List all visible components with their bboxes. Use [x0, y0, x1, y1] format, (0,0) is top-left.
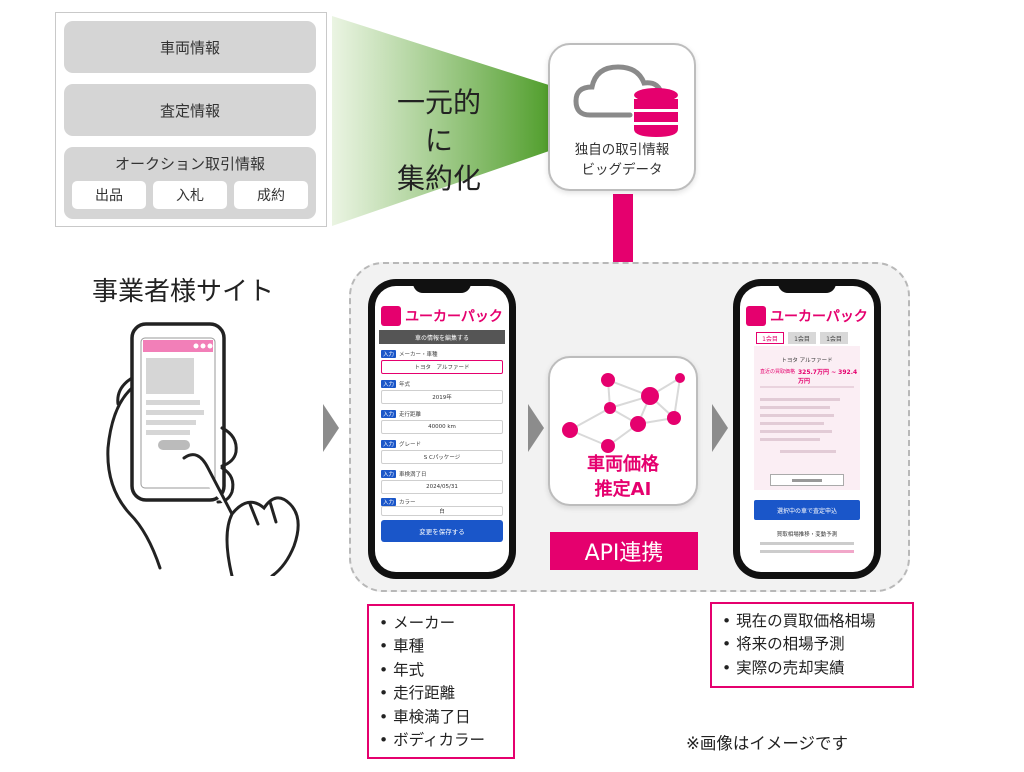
input-items-list: • メーカー • 車種 • 年式 • 走行距離 • 車検満了日 • ボディカラー: [367, 604, 515, 759]
logo-mark-icon: [381, 306, 402, 326]
unify-label-line-2: 集約化: [396, 162, 481, 195]
list-item: • 車検満了日: [379, 707, 471, 726]
inspection-date-field[interactable]: 2024/05/31: [381, 480, 503, 494]
list-item-text: メーカー: [393, 614, 456, 632]
list-item-text: 車種: [393, 637, 425, 656]
list-item-text: 走行距離: [393, 684, 456, 703]
logo-text: ユーカーパック: [405, 309, 503, 325]
save-button[interactable]: 変更を保存する: [381, 520, 503, 542]
hand-phone-illustration: [106, 322, 300, 576]
bigdata-caption-line-1: 独自の取引情報: [574, 142, 670, 158]
vehicle-info-bar: 車両情報: [64, 21, 316, 73]
field-label-text: 年式: [399, 382, 411, 388]
tab-2[interactable]: 1会目: [788, 332, 816, 344]
bid-chip: 入札: [153, 181, 227, 209]
edit-car-button[interactable]: [770, 474, 844, 486]
logo-text: ユーカーパック: [770, 309, 868, 325]
listing-chip: 出品: [72, 181, 146, 209]
field-label-text: カラー: [399, 500, 416, 506]
field-label-text: 走行距離: [399, 412, 422, 418]
api-link-label: API連携: [550, 532, 698, 570]
phone-notch: [413, 279, 471, 293]
price-ai-label: 車両価格 推定AI: [550, 452, 696, 502]
form-header: 車の情報を編集する: [379, 330, 505, 344]
logo-mark-icon: [746, 306, 767, 326]
chevron-right-icon: [528, 404, 544, 452]
price-ai-label-line-1: 車両価格: [587, 454, 659, 475]
business-site-title: 事業者様サイト: [92, 277, 275, 307]
price-ai-label-line-2: 推定AI: [594, 479, 652, 500]
list-item-text: 車検満了日: [393, 707, 471, 726]
field-label-text: 車検満了日: [399, 472, 427, 478]
field-label: 入力車検満了日: [381, 470, 427, 478]
result-tabs: 1会目 1会目 1会目: [756, 332, 848, 344]
input-tag: 入力: [381, 498, 397, 506]
input-phone: ユーカーパック 車の情報を編集する 入力メーカー・車種 トヨタ アルファード 入…: [368, 279, 516, 579]
field-label: 入力メーカー・車種: [381, 350, 438, 358]
cloud-database-icon: [573, 64, 678, 137]
funnel-shape: [332, 16, 552, 226]
list-item: • 走行距離: [379, 684, 456, 703]
bigdata-caption-line-2: ビッグデータ: [581, 162, 663, 178]
input-tag: 入力: [381, 410, 397, 418]
field-label: 入力グレード: [381, 440, 421, 448]
list-item-text: ボディカラー: [393, 731, 485, 750]
mileage-field[interactable]: 40000 km: [381, 420, 503, 434]
color-field[interactable]: 白: [381, 506, 503, 516]
auction-info-title: オークション取引情報: [114, 155, 265, 173]
input-phone-logo: ユーカーパック: [375, 304, 509, 328]
field-label: 入力年式: [381, 380, 410, 388]
list-item-text: 実際の売却実績: [736, 658, 845, 677]
tab-3[interactable]: 1会目: [820, 332, 848, 344]
input-phone-screen: ユーカーパック 車の情報を編集する 入力メーカー・車種 トヨタ アルファード 入…: [375, 286, 509, 572]
input-tag: 入力: [381, 440, 397, 448]
car-name: トヨタ アルファード: [781, 358, 833, 364]
appraisal-info-bar: 査定情報: [64, 84, 316, 136]
chart-title: 買取相場推移・変動予測: [776, 532, 838, 538]
neural-network-icon: [562, 373, 685, 453]
result-card: トヨタ アルファード 直近の買取価格 325.7万円 ~ 392.4万円: [754, 346, 860, 490]
unify-label-line-1: 一元的に: [396, 86, 481, 157]
list-item: • 車種: [379, 637, 425, 656]
input-tag: 入力: [381, 470, 397, 478]
price-label: 直近の買取価格: [760, 369, 796, 375]
price-ai-box: 車両価格 推定AI: [548, 356, 698, 506]
result-phone: ユーカーパック 1会目 1会目 1会目 トヨタ アルファード 直近の買取価格 3…: [733, 279, 881, 579]
unify-label: 一元的に 集約化: [384, 84, 494, 198]
phone-notch: [778, 279, 836, 293]
chevron-right-icon: [712, 404, 728, 452]
price-range: 325.7万円 ~ 392.4万円: [798, 369, 858, 385]
list-item: • 年式: [379, 660, 425, 679]
output-items-list: • 現在の買取価格相場 • 将来の相場予測 • 実際の売却実績: [710, 602, 914, 688]
list-item: • 将来の相場予測: [722, 635, 845, 654]
result-phone-logo: ユーカーパック: [740, 304, 874, 328]
tab-1[interactable]: 1会目: [756, 332, 784, 344]
image-note: ※画像はイメージです: [686, 734, 848, 753]
field-label: 入力走行距離: [381, 410, 421, 418]
field-label-text: グレード: [399, 442, 422, 448]
grade-field[interactable]: S Cパッケージ: [381, 450, 503, 464]
appraisal-cta-button[interactable]: 選択中の車で査定申込: [754, 500, 860, 520]
list-item-text: 現在の買取価格相場: [736, 612, 876, 630]
input-tag: 入力: [381, 350, 397, 358]
list-item-text: 年式: [393, 660, 425, 679]
data-sources-panel: 車両情報 査定情報 オークション取引情報 出品 入札 成約: [55, 12, 327, 227]
contract-chip: 成約: [234, 181, 308, 209]
bigdata-box: 独自の取引情報 ビッグデータ: [548, 43, 696, 191]
maker-model-field[interactable]: トヨタ アルファード: [381, 360, 503, 374]
result-phone-screen: ユーカーパック 1会目 1会目 1会目 トヨタ アルファード 直近の買取価格 3…: [740, 286, 874, 572]
list-item-text: 将来の相場予測: [736, 635, 845, 654]
list-item: • 現在の買取価格相場: [722, 612, 876, 630]
list-item: • メーカー: [379, 614, 456, 632]
list-item: • 実際の売却実績: [722, 658, 845, 677]
auction-info-group: オークション取引情報 出品 入札 成約: [64, 147, 316, 219]
input-tag: 入力: [381, 380, 397, 388]
bigdata-caption: 独自の取引情報 ビッグデータ: [550, 140, 694, 180]
chevron-right-icon: [323, 404, 339, 452]
list-item: • ボディカラー: [379, 731, 485, 750]
field-label: 入力カラー: [381, 498, 416, 506]
year-field[interactable]: 2019年: [381, 390, 503, 404]
field-label-text: メーカー・車種: [399, 352, 438, 358]
